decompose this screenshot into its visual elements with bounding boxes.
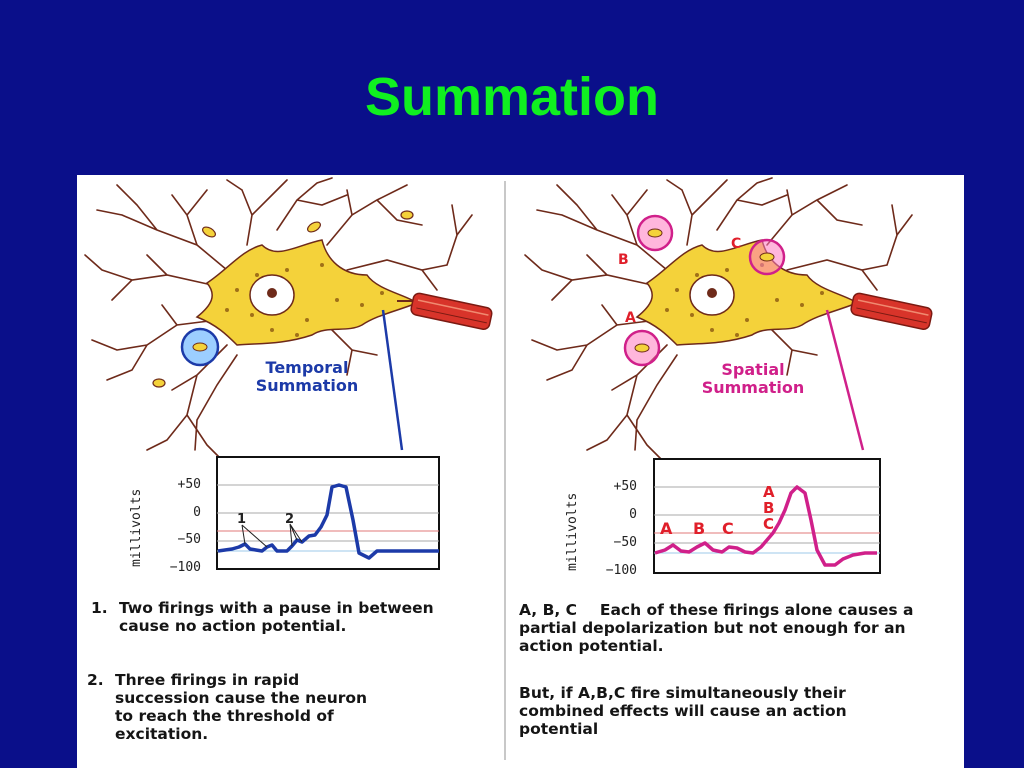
right-neuron-dendrites [524,177,913,466]
temporal-caption-1: 1. Two firings with a pause in between c… [91,599,436,635]
left-tick-0: 0 [193,505,201,520]
spatial-caption-2-text: But, if A,B,C fire simultaneously their … [519,684,847,738]
temporal-pointer-line [381,309,404,451]
left-graph-ylabel: millivolts [129,488,144,567]
left-axon [410,292,493,331]
figure-drawing [84,177,933,760]
left-tick-minus100: −100 [169,560,201,575]
right-tick-plus50: +50 [613,479,637,494]
temporal-caption-2: 2. Three firings in rapid succession cau… [87,671,387,743]
right-marker-a: A [660,519,673,538]
spatial-summation-label: Spatial Summation [673,361,833,397]
spatial-pointer-line [825,309,865,451]
spatial-caption-2: But, if A,B,C fire simultaneously their … [519,684,899,738]
synapse-label-b: B [618,252,629,268]
left-nucleolus [267,288,277,298]
synapse-label-a: A [625,310,636,326]
left-marker-1: 1 [237,512,247,527]
spatial-caption-1: A, B, C Each of these firings alone caus… [519,601,939,655]
right-tick-0: 0 [629,507,637,522]
right-graph-frame [653,458,881,574]
left-neuron-soma [195,239,419,346]
spatial-label-line2: Summation [701,378,805,397]
right-graph-ylabel: millivolts [565,492,580,571]
caption-1-text: Two firings with a pause in between caus… [119,599,434,635]
right-neuron-body [635,239,933,346]
left-neuron-dendrites [84,177,473,466]
spatial-caption-1-label: A, B, C [519,601,578,619]
summation-figure: Temporal Summation millivolts +50 0 −50 … [77,175,964,768]
left-marker-2: 2 [285,512,295,527]
right-marker-c: C [722,519,734,538]
right-marker-b: B [693,519,706,538]
caption-2-number: 2. [87,671,104,689]
temporal-label-line2: Summation [255,376,359,395]
right-stacked-marker-a: A [763,483,775,501]
temporal-summation-label: Temporal Summation [227,359,387,395]
right-membrane-trace [654,485,877,567]
caption-2-text: Three firings in rapid succession cause … [115,671,368,743]
left-soma-speckles [225,263,384,337]
slide-title: Summation [364,67,660,127]
spatial-caption-1-text: Each of these firings alone causes a par… [519,601,914,655]
synapse-label-c: C [731,236,742,252]
left-graph-marker-arrows [241,523,303,548]
right-stacked-marker-c: C [763,515,775,533]
left-tick-minus50: −50 [177,532,201,547]
left-neuron-terminals [152,210,414,388]
left-tick-plus50: +50 [177,477,201,492]
right-tick-minus50: −50 [613,535,637,550]
right-tick-minus100: −100 [605,563,637,578]
spatial-label-line1: Spatial [721,360,785,379]
temporal-label-line1: Temporal [265,358,349,377]
right-stacked-marker-b: B [763,499,775,517]
caption-1-number: 1. [91,599,108,617]
